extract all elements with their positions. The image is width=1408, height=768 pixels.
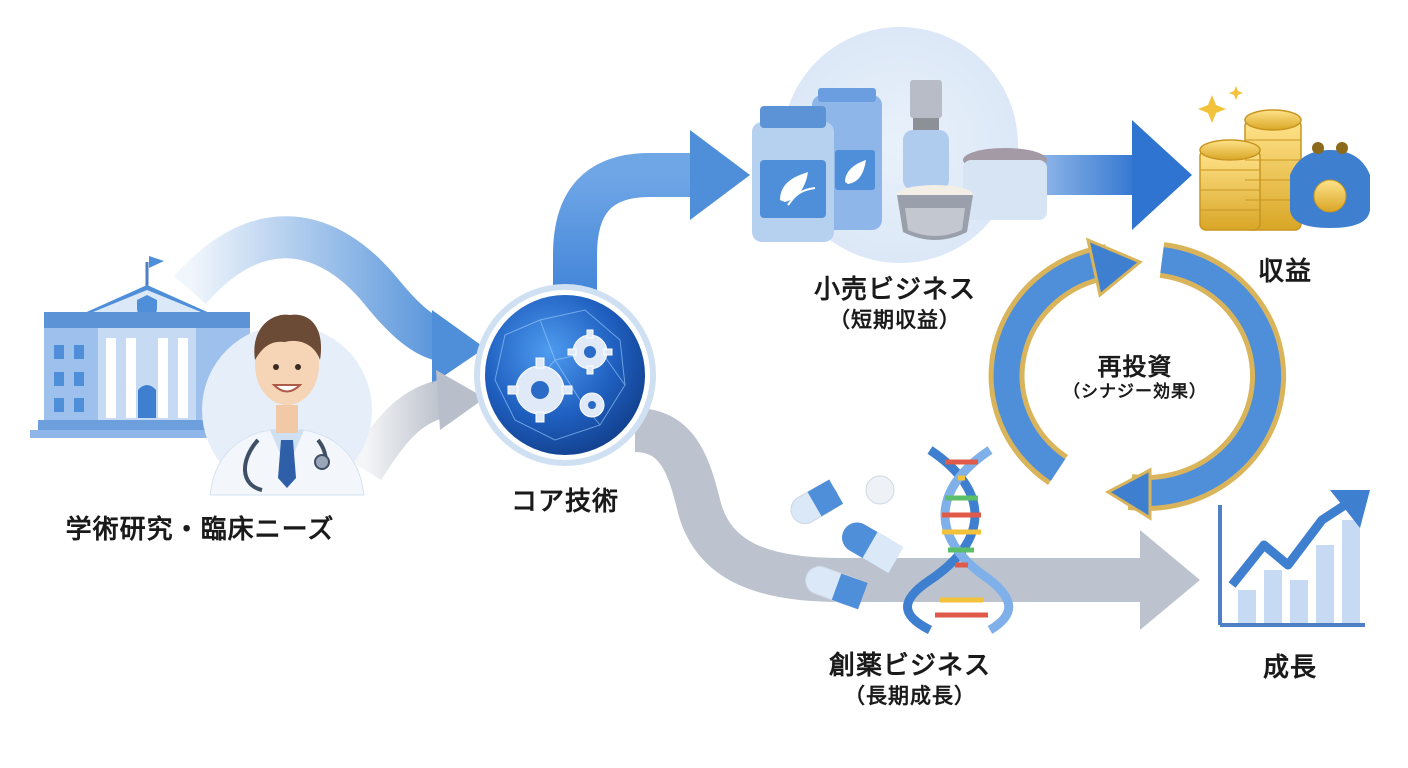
arrow-retail-to-revenue (1040, 120, 1192, 230)
pharma-label: 創薬ビジネス (828, 651, 991, 681)
node-label-growth: 成長 (1235, 652, 1345, 685)
revenue-label: 収益 (1257, 257, 1312, 287)
node-label-core: コア技術 (480, 486, 650, 519)
reinvest-sublabel: （シナジー効果） (1063, 382, 1207, 402)
reinvest-label: 再投資 (1097, 353, 1173, 381)
growth-label: 成長 (1262, 653, 1317, 683)
coins-purse-icon (1198, 86, 1370, 231)
reinvest-cycle-icon (988, 237, 1287, 521)
core-label: コア技術 (510, 487, 619, 517)
source-label: 学術研究・臨床ニーズ (65, 515, 335, 545)
pharma-sublabel: （長期成長） (844, 683, 976, 708)
pills-dna-icon (790, 446, 1014, 635)
arrow-research-to-core (174, 216, 485, 384)
products-jars-icon (752, 27, 1047, 263)
arrow-core-to-retail (553, 130, 750, 305)
node-label-source: 学術研究・臨床ニーズ (30, 514, 370, 547)
arrow-clinical-to-core (348, 370, 485, 481)
node-label-retail: 小売ビジネス （短期収益） (780, 274, 1010, 333)
arrow-core-to-pharma (633, 408, 1200, 630)
retail-label: 小売ビジネス (813, 275, 976, 305)
doctor-icon (202, 314, 372, 496)
node-label-revenue: 収益 (1230, 256, 1340, 289)
node-label-pharma: 創薬ビジネス （長期成長） (790, 650, 1030, 709)
growth-chart-icon (1218, 490, 1370, 627)
gears-network-icon (474, 284, 656, 466)
retail-sublabel: （短期収益） (829, 307, 961, 332)
node-label-reinvest: 再投資 （シナジー効果） (1030, 352, 1240, 403)
